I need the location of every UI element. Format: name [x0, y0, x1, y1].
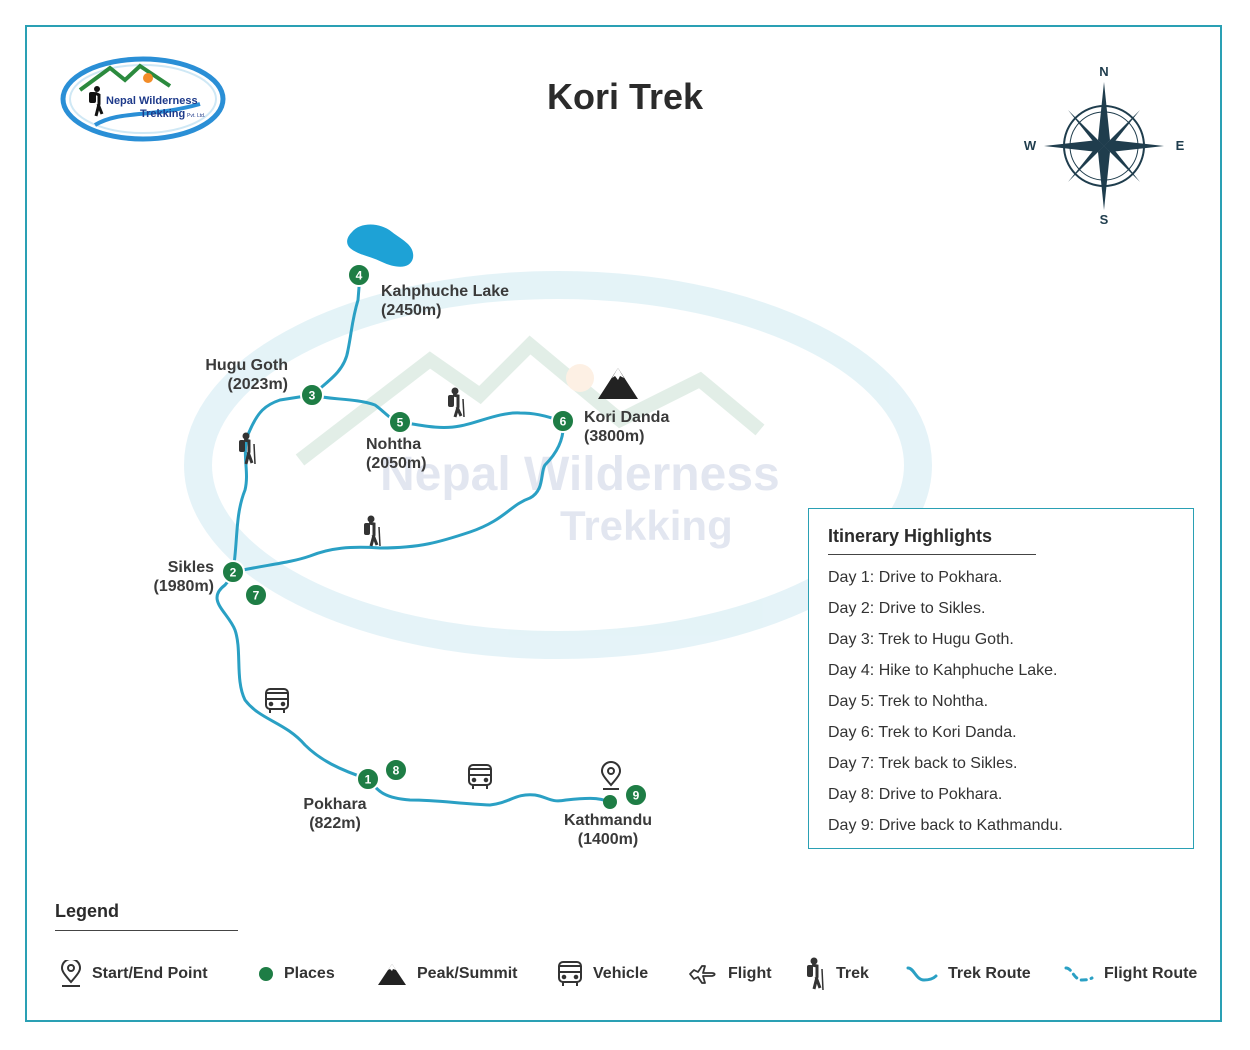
legend-places: Places — [258, 962, 335, 986]
svg-text:Trekking: Trekking — [560, 502, 733, 549]
flight-route-icon — [1064, 966, 1094, 982]
svg-text:S: S — [1100, 212, 1109, 227]
legend-label: Start/End Point — [92, 965, 208, 982]
label-sikles: Sikles(1980m) — [153, 559, 214, 595]
label-pokhara: Pokhara(822m) — [303, 796, 367, 832]
itinerary-highlights: Itinerary Highlights Day 1: Drive to Pok… — [808, 508, 1194, 849]
marker-2: 2 — [221, 560, 245, 584]
label-kahphuche-lake: Kahphuche Lake(2450m) — [381, 283, 510, 319]
legend-flight: Flight — [688, 962, 772, 986]
marker-6: 6 — [551, 409, 575, 433]
map-frame — [25, 25, 1222, 1022]
route-kori-sikles — [231, 419, 565, 574]
itinerary-day: Day 7: Trek back to Sikles. — [828, 755, 1018, 772]
trek-route-icon — [906, 966, 938, 982]
plane-icon — [689, 965, 716, 984]
svg-text:8: 8 — [393, 764, 400, 778]
marker-8: 8 — [384, 758, 408, 782]
route-pokhara-kathmandu — [366, 777, 612, 807]
legend-label: Vehicle — [593, 965, 649, 982]
marker-9: 9 — [624, 783, 648, 807]
legend-label: Places — [284, 965, 335, 982]
svg-text:Pvt. Ltd.: Pvt. Ltd. — [187, 113, 205, 119]
svg-text:4: 4 — [356, 269, 363, 283]
legend-trek: Trek — [804, 957, 869, 991]
itinerary-day: Day 3: Trek to Hugu Goth. — [828, 631, 1014, 648]
kathmandu-dot — [603, 795, 617, 809]
svg-text:9: 9 — [633, 789, 640, 803]
dot-icon — [259, 967, 273, 981]
svg-text:5: 5 — [397, 416, 404, 430]
location-pin-icon — [60, 960, 82, 987]
hiker-icon-2 — [448, 387, 465, 418]
legend-trek-route: Trek Route — [906, 962, 1031, 986]
route-pokhara-sikles — [215, 570, 370, 781]
itinerary-day: Day 2: Drive to Sikles. — [828, 600, 986, 617]
legend-title: Legend — [55, 901, 120, 921]
map-title: Kori Trek — [546, 76, 704, 117]
route-hugu-lake — [310, 273, 362, 397]
peak-summit-icon — [598, 368, 638, 399]
itinerary-list: Day 1: Drive to Pokhara. Day 2: Drive to… — [828, 567, 1063, 846]
legend-underline — [55, 930, 238, 931]
marker-4: 4 — [347, 263, 371, 287]
legend-peak: Peak/Summit — [377, 962, 517, 986]
svg-text:Nepal Wilderness: Nepal Wilderness — [380, 448, 780, 501]
svg-text:Nepal Wilderness: Nepal Wilderness — [106, 95, 198, 107]
svg-text:N: N — [1099, 64, 1108, 79]
itinerary-day: Day 1: Drive to Pokhara. — [828, 569, 1003, 586]
label-kathmandu: Kathmandu(1400m) — [564, 812, 652, 848]
compass-rose: N S W E — [1024, 64, 1185, 227]
svg-text:3: 3 — [309, 389, 316, 403]
marker-1: 1 — [356, 767, 380, 791]
bus-icon-1 — [265, 688, 289, 713]
legend-label: Flight — [728, 965, 772, 982]
svg-text:Trekking: Trekking — [140, 108, 185, 120]
company-logo: Nepal Wilderness Trekking Pvt. Ltd. — [60, 56, 226, 142]
svg-text:6: 6 — [560, 415, 567, 429]
kahphuche-lake — [347, 224, 414, 267]
legend-start-end: Start/End Point — [60, 960, 208, 987]
svg-text:1: 1 — [365, 773, 372, 787]
hiker-icon-3 — [364, 515, 381, 547]
itinerary-title: Itinerary Highlights — [828, 526, 993, 546]
hiker-icon — [807, 957, 824, 991]
legend-label: Trek Route — [948, 965, 1031, 982]
hiker-icon-1 — [239, 432, 256, 465]
svg-text:W: W — [1024, 138, 1037, 153]
start-end-pin-icon — [600, 761, 622, 790]
svg-text:E: E — [1176, 138, 1185, 153]
legend-label: Trek — [836, 965, 869, 982]
marker-7: 7 — [244, 583, 268, 607]
label-nohtha: Nohtha(2050m) — [366, 436, 427, 472]
label-hugu-goth: Hugu Goth(2023m) — [205, 357, 288, 393]
legend-label: Peak/Summit — [417, 965, 518, 982]
itinerary-day: Day 5: Trek to Nohtha. — [828, 693, 989, 710]
watermark-logo: Nepal Wilderness Trekking — [184, 271, 932, 659]
itinerary-day: Day 8: Drive to Pokhara. — [828, 786, 1003, 803]
marker-3: 3 — [300, 383, 324, 407]
itinerary-underline — [828, 554, 1036, 555]
marker-5: 5 — [388, 410, 412, 434]
legend-flight-route: Flight Route — [1064, 962, 1197, 986]
legend-vehicle: Vehicle — [557, 961, 649, 986]
mountain-icon — [378, 964, 406, 985]
bus-icon — [558, 961, 582, 986]
svg-text:7: 7 — [253, 589, 260, 603]
itinerary-day: Day 9: Drive back to Kathmandu. — [828, 817, 1063, 834]
place-markers: 1 2 3 4 5 6 7 8 9 — [221, 263, 648, 807]
bus-icon-2 — [468, 764, 492, 789]
legend-label: Flight Route — [1104, 965, 1198, 982]
svg-text:2: 2 — [230, 566, 237, 580]
label-kori-danda: Kori Danda(3800m) — [584, 409, 670, 445]
route-nohtha-kori — [398, 411, 565, 429]
itinerary-day: Day 6: Trek to Kori Danda. — [828, 724, 1017, 741]
itinerary-day: Day 4: Hike to Kahphuche Lake. — [828, 662, 1058, 679]
